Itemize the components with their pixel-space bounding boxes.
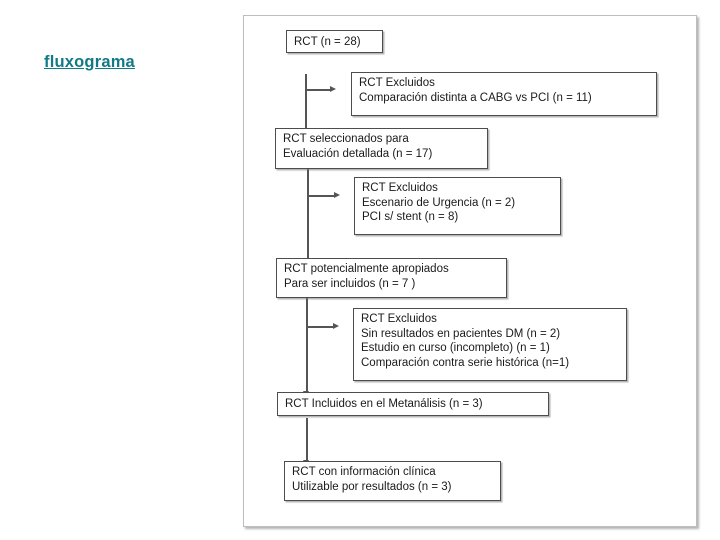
node-selected-detailed[interactable]: RCT seleccionados para Evaluación detall… xyxy=(275,128,488,169)
node-potentially-appropriate[interactable]: RCT potencialmente apropiados Para ser i… xyxy=(276,258,507,298)
connector-branch-1 xyxy=(305,89,331,91)
node-excluded-2[interactable]: RCT Excluidos Escenario de Urgencia (n =… xyxy=(354,177,561,235)
connector-trunk-2 xyxy=(307,169,309,261)
connector-branch-2 xyxy=(307,195,335,197)
node-excluded-1[interactable]: RCT Excluidos Comparación distinta a CAB… xyxy=(351,72,657,116)
connector-trunk-4 xyxy=(306,418,308,462)
node-excluded-3[interactable]: RCT Excluidos Sin resultados en paciente… xyxy=(353,308,627,381)
node-rct-total[interactable]: RCT (n = 28) xyxy=(286,30,383,53)
connector-trunk-1 xyxy=(305,74,307,131)
connector-branch-1-arrowhead xyxy=(330,86,336,92)
node-included-metanalysis[interactable]: RCT Incluidos en el Metanálisis (n = 3) xyxy=(277,392,549,416)
diagram-frame: RCT (n = 28) RCT Excluidos Comparación d… xyxy=(243,15,697,527)
connector-trunk-3 xyxy=(306,293,308,393)
connector-branch-3 xyxy=(306,326,334,328)
page-title: fluxograma xyxy=(44,53,135,71)
connector-branch-3-arrowhead xyxy=(333,323,339,329)
node-clinical-info[interactable]: RCT con información clínica Utilizable p… xyxy=(284,461,501,501)
connector-branch-2-arrowhead xyxy=(334,192,340,198)
